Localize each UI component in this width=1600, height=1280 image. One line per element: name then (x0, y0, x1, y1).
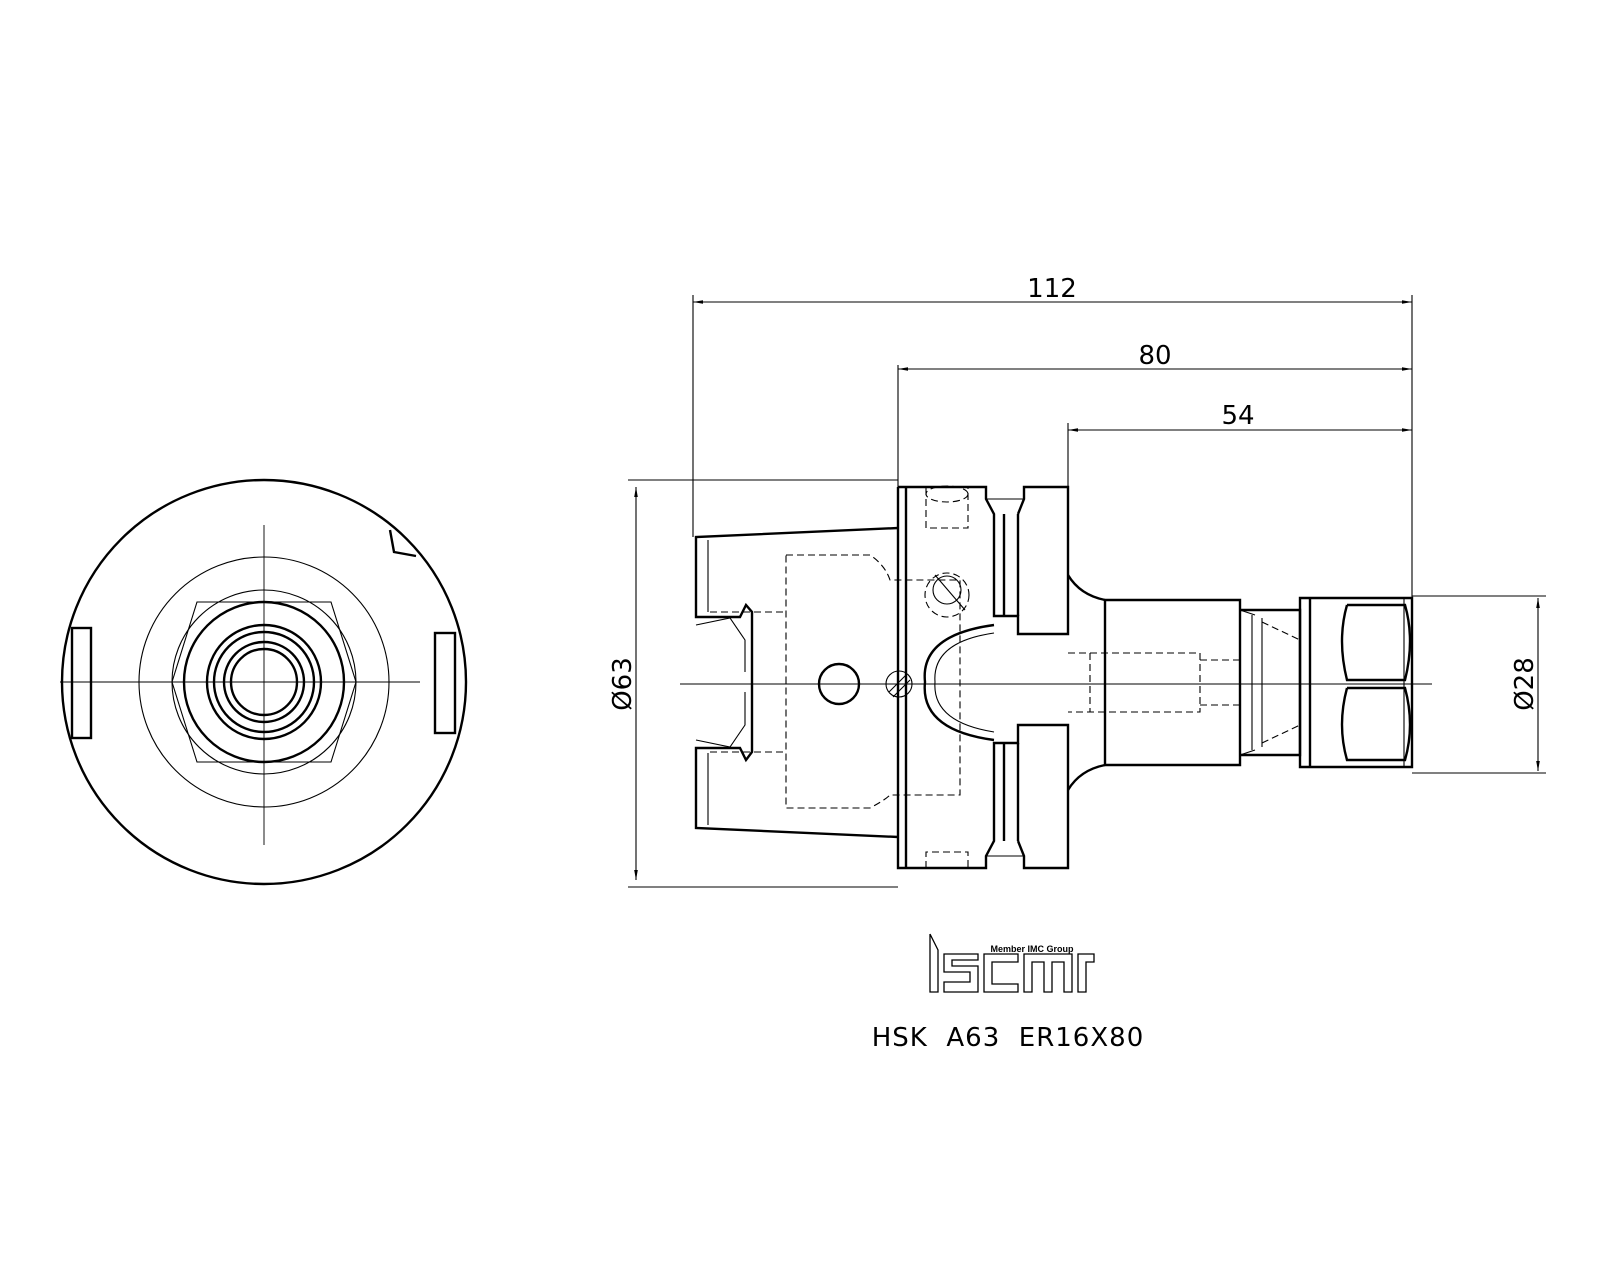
hsk-shank-groove-bottom (695, 692, 746, 748)
dimensions: 112 80 54 Ø63 Ø28 (608, 274, 1546, 888)
dim-label-d63: Ø63 (608, 657, 638, 711)
dim-label-d28: Ø28 (1510, 657, 1540, 711)
coolant-screw (924, 572, 970, 618)
orientation-hole-top (925, 488, 969, 529)
end-view (60, 478, 468, 886)
dim-label-54: 54 (1221, 401, 1254, 431)
coolant-screw-line (934, 574, 966, 611)
logo-mark (929, 933, 1095, 993)
neck-fillet-top (1066, 574, 1106, 602)
orientation-hole-top-ellipse (925, 485, 969, 503)
dim-label-80: 80 (1138, 341, 1171, 371)
end-view-drive-slot-left (70, 626, 93, 740)
flange-body-top (898, 485, 1070, 636)
side-view (680, 485, 1432, 870)
hsk-shank-groove-top (695, 617, 746, 672)
tool-designation: HSK A63 ER16X80 (872, 1023, 1145, 1053)
end-view-drive-slot-right (433, 631, 457, 735)
neck-bore-hidden (1068, 652, 1201, 713)
collet-cone-hidden (1261, 621, 1301, 744)
hsk-shank (694, 526, 899, 839)
neck-cylinder (1103, 598, 1242, 767)
collet-thread (1240, 608, 1302, 757)
orientation-hole-bottom (925, 851, 969, 868)
gripper-groove-arc (923, 623, 995, 742)
coolant-screw-inner (932, 575, 962, 605)
clamp-nut-flat-bottom (1340, 686, 1412, 762)
neck-fillet-bottom (1066, 763, 1106, 791)
hsk-internal-bore-hidden (785, 554, 961, 809)
clamp-nut (1298, 596, 1414, 769)
logo-tagline: Member IMC Group (990, 944, 1074, 954)
end-view-notch (388, 529, 417, 558)
gripper-groove-arc-inner (934, 632, 995, 733)
dim-label-112: 112 (1027, 274, 1077, 304)
clamp-nut-flat-top (1340, 603, 1412, 682)
iscar-logo: Member IMC Group (929, 933, 1095, 993)
